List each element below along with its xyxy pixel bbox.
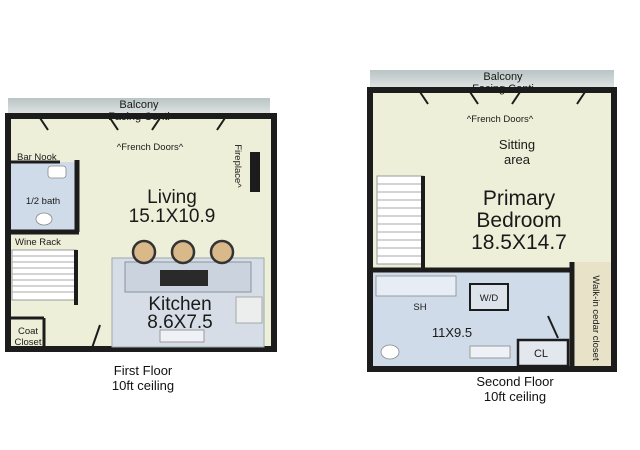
closet-room bbox=[516, 338, 570, 368]
walkin-closet-floor bbox=[575, 262, 611, 366]
second-balcony-line1: Balcony bbox=[483, 71, 523, 83]
toilet-fixture bbox=[35, 212, 53, 226]
second-floor-caption-line1: Second Floor bbox=[476, 374, 554, 389]
second-floor-caption: Second Floor 10ft ceiling bbox=[440, 374, 590, 404]
second-floor-caption-line2: 10ft ceiling bbox=[483, 389, 547, 404]
stove-fixture bbox=[160, 270, 208, 286]
second-floor-french-doors bbox=[419, 91, 586, 105]
closet-label: CL bbox=[534, 348, 548, 360]
half-bath-label: 1/2 bath bbox=[26, 196, 60, 207]
second-balcony-line2: Facing Conti bbox=[472, 83, 534, 95]
shower-fixture bbox=[375, 275, 457, 297]
kitchen-dims: 8.6X7.5 bbox=[147, 312, 213, 333]
primary-bedroom-dims: 18.5X14.7 bbox=[471, 231, 567, 254]
first-balcony-line2: Facing Conti bbox=[108, 111, 170, 123]
sitting-area-line2: area bbox=[504, 152, 531, 167]
primary-bedroom-line1: Primary bbox=[483, 187, 556, 210]
first-floor-plan: Balcony Facing Conti ^French Doors^ Fire… bbox=[5, 98, 277, 352]
first-floor-caption-line2: 10ft ceiling bbox=[111, 378, 175, 393]
first-floor-caption-line1: First Floor bbox=[113, 363, 173, 378]
first-floor-stairs bbox=[11, 249, 78, 305]
coat-closet-line2: Closet bbox=[15, 337, 42, 348]
bar-nook-label: Bar Nook bbox=[17, 152, 57, 163]
first-balcony-line1: Balcony bbox=[119, 99, 159, 111]
shower-label: SH bbox=[413, 302, 426, 313]
kitchen-name: Kitchen bbox=[148, 294, 211, 315]
fireplace-fixture bbox=[250, 152, 260, 192]
sink-fixture bbox=[47, 165, 67, 179]
toilet-fixture-2 bbox=[380, 344, 400, 360]
second-floor-stairs bbox=[376, 175, 425, 268]
living-room-name: Living bbox=[147, 187, 197, 208]
fridge-fixture bbox=[235, 296, 263, 324]
first-floor-caption: First Floor 10ft ceiling bbox=[78, 363, 208, 393]
second-floor-balcony bbox=[370, 70, 614, 90]
washer-dryer-room bbox=[469, 283, 509, 311]
primary-bedroom-line2: Bedroom bbox=[476, 209, 561, 232]
bath-door-swing bbox=[547, 315, 559, 339]
first-floor-balcony bbox=[8, 98, 270, 116]
coat-closet-line1: Coat bbox=[18, 326, 38, 337]
first-french-doors-label: ^French Doors^ bbox=[117, 142, 184, 153]
bar-stools bbox=[131, 239, 235, 265]
washer-dryer-label: W/D bbox=[480, 293, 499, 304]
second-floor-plan: Balcony Facing Conti ^French Doors^ Sitt… bbox=[367, 70, 617, 372]
bath-dims: 11X9.5 bbox=[432, 325, 472, 340]
kitchen-sink bbox=[159, 329, 205, 343]
second-french-doors-label: ^French Doors^ bbox=[467, 114, 534, 125]
front-door-swing bbox=[91, 324, 101, 349]
vanity-fixture bbox=[469, 345, 511, 359]
fireplace-label: Fireplace^ bbox=[232, 144, 243, 188]
living-room-dims: 15.1X10.9 bbox=[129, 206, 216, 227]
sitting-area-line1: Sitting bbox=[499, 137, 535, 152]
walkin-closet-label: Walk-in cedar closet bbox=[590, 275, 601, 361]
wine-rack-label: Wine Rack bbox=[15, 237, 61, 248]
first-floor-french-doors bbox=[39, 117, 226, 131]
